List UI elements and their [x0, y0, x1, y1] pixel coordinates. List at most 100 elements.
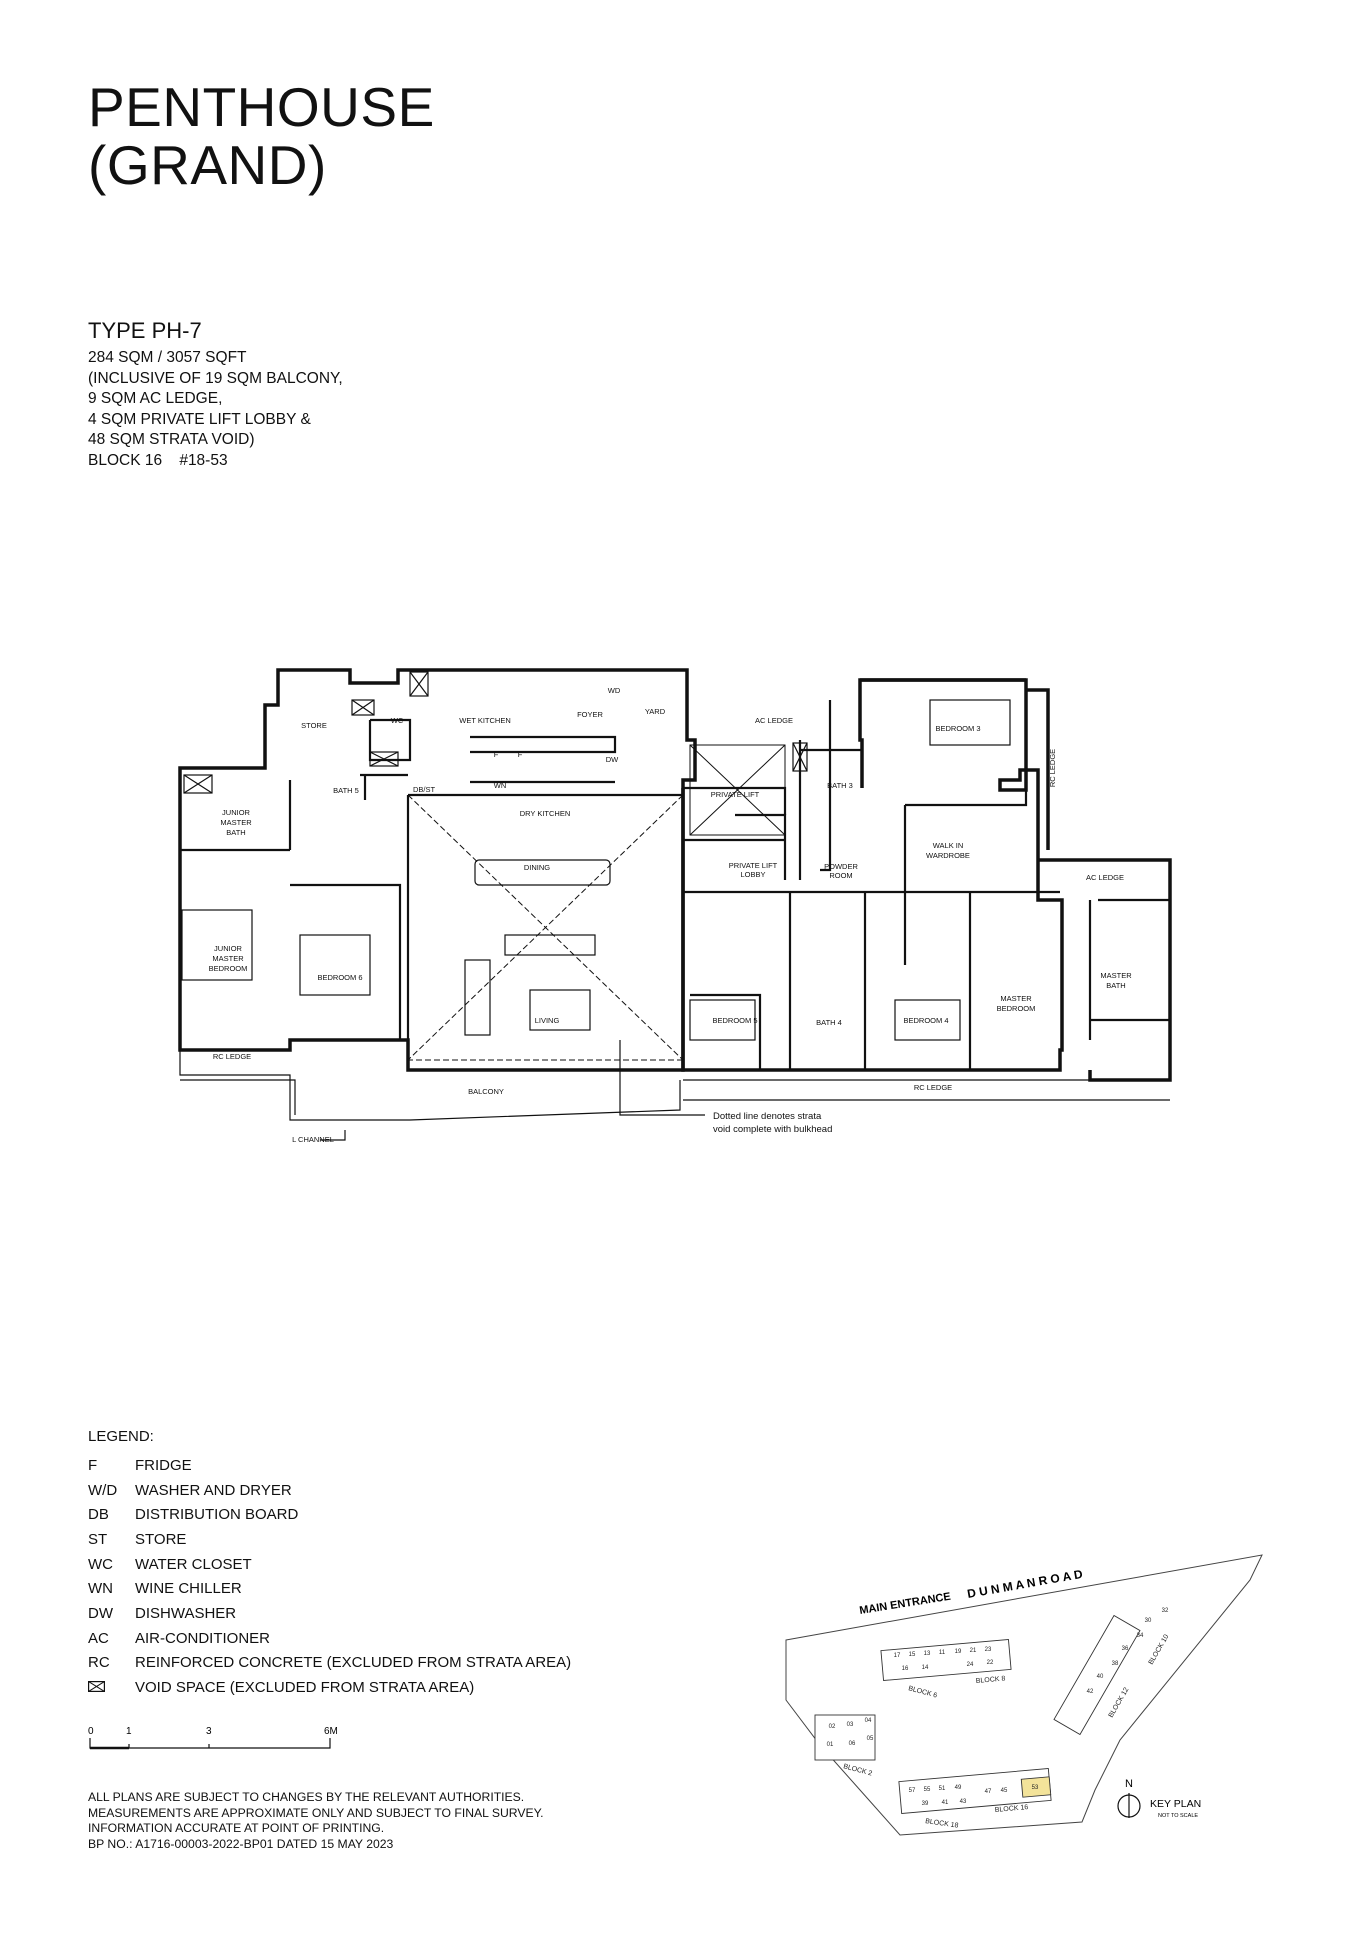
scale-bar: 0 1 3 6M — [88, 1724, 348, 1759]
void-space-icon — [88, 1681, 105, 1693]
room-junior-master-bath-3: BATH — [226, 828, 245, 837]
key-plan: MAIN ENTRANCE D U N M A N R O A D 17 15 … — [762, 1545, 1282, 1850]
keyplan-unit: 02 — [829, 1724, 836, 1730]
keyplan-block-8: BLOCK 8 — [976, 1675, 1006, 1685]
legend-code: DW — [88, 1604, 113, 1622]
legend-code — [88, 1679, 135, 1696]
keyplan-unit: 04 — [865, 1718, 872, 1724]
legend-code: DB — [88, 1506, 109, 1524]
room-walk-in-wardrobe-2: WARDROBE — [926, 851, 970, 860]
room-balcony: BALCONY — [468, 1087, 504, 1096]
scale-tick-1: 1 — [126, 1726, 132, 1737]
keyplan-unit: 55 — [924, 1787, 931, 1793]
room-yard: YARD — [645, 707, 666, 716]
keyplan-unit: 15 — [909, 1652, 916, 1658]
keyplan-label: KEY PLAN — [1150, 1798, 1201, 1810]
unit-inclusive: (INCLUSIVE OF 19 SQM BALCONY, — [88, 369, 343, 387]
legend-code: AC — [88, 1629, 109, 1647]
label-l-channel: L CHANNEL — [292, 1135, 334, 1144]
keyplan-unit: 42 — [1087, 1689, 1094, 1695]
keyplan-road-name: D U N M A N R O A D — [966, 1567, 1084, 1601]
legend-title: LEGEND: — [88, 1428, 154, 1445]
keyplan-block-16: BLOCK 16 — [995, 1804, 1029, 1814]
room-junior-master-bath-2: MASTER — [220, 818, 252, 827]
keyplan-unit: 43 — [960, 1799, 967, 1805]
unit-strata-void: 48 SQM STRATA VOID) — [88, 431, 255, 448]
keyplan-unit: 38 — [1112, 1661, 1119, 1667]
keyplan-unit: 47 — [985, 1789, 992, 1795]
scale-tick-3: 3 — [206, 1726, 212, 1737]
room-dining: DINING — [524, 863, 550, 872]
legend-desc: WATER CLOSET — [135, 1555, 252, 1573]
keyplan-unit: 13 — [924, 1651, 931, 1657]
room-junior-master-bedroom-3: BEDROOM — [209, 964, 248, 973]
room-private-lift-lobby-1: PRIVATE LIFT — [729, 861, 778, 870]
keyplan-unit: 49 — [955, 1785, 962, 1791]
east-wing-wall — [681, 678, 1064, 1072]
room-bath-4: BATH 4 — [816, 1018, 842, 1027]
room-bedroom-5: BEDROOM 5 — [712, 1016, 757, 1025]
room-junior-master-bath-1: JUNIOR — [222, 808, 251, 817]
room-bedroom-3: BEDROOM 3 — [935, 724, 980, 733]
legend-row: WN WINE CHILLER — [88, 1576, 571, 1601]
legend-desc: AIR-CONDITIONER — [135, 1629, 270, 1647]
room-bath-3: BATH 3 — [827, 781, 853, 790]
keyplan-unit: 32 — [1162, 1608, 1169, 1614]
keyplan-unit: 03 — [847, 1722, 854, 1728]
legend-row: ST STORE — [88, 1527, 571, 1552]
keyplan-unit: 57 — [909, 1788, 916, 1794]
legend-desc: WASHER AND DRYER — [135, 1481, 292, 1499]
keyplan-block-12: BLOCK 12 — [1108, 1686, 1131, 1719]
legend-code: WC — [88, 1555, 113, 1573]
disclaimer-notes: ALL PLANS ARE SUBJECT TO CHANGES BY THE … — [88, 1790, 544, 1852]
room-rc-ledge-right: RC LEDGE — [1048, 749, 1057, 787]
keyplan-unit: 14 — [922, 1665, 929, 1671]
strata-void-note-1: Dotted line denotes strata — [713, 1111, 822, 1122]
keyplan-unit: 01 — [827, 1742, 834, 1748]
legend-desc: FRIDGE — [135, 1456, 192, 1474]
keyplan-unit: 39 — [922, 1801, 929, 1807]
keyplan-unit: 05 — [867, 1736, 874, 1742]
room-master-bath-2: BATH — [1106, 981, 1125, 990]
title-line-1: PENTHOUSE — [88, 76, 435, 138]
room-private-lift-lobby-2: LOBBY — [740, 870, 765, 879]
keyplan-unit: 16 — [902, 1666, 909, 1672]
room-powder-room-2: ROOM — [829, 871, 852, 880]
keyplan-unit: 45 — [1001, 1788, 1008, 1794]
title-line-2: (GRAND) — [88, 134, 327, 196]
label-db-st: DB/ST — [413, 785, 436, 794]
keyplan-block-6: BLOCK 6 — [907, 1685, 937, 1699]
page-title: PENTHOUSE (GRAND) — [88, 78, 435, 194]
legend-code: F — [88, 1456, 98, 1474]
label-fridge-1: F — [494, 750, 499, 759]
legend-desc: WINE CHILLER — [135, 1580, 242, 1598]
unit-type: TYPE PH-7 — [88, 318, 202, 343]
note-line: ALL PLANS ARE SUBJECT TO CHANGES BY THE … — [88, 1790, 525, 1804]
scale-tick-0: 0 — [88, 1726, 94, 1737]
outer-wall — [178, 668, 697, 1072]
room-walk-in-wardrobe-1: WALK IN — [933, 841, 964, 850]
room-bedroom-6: BEDROOM 6 — [317, 973, 362, 982]
keyplan-unit: 24 — [967, 1662, 974, 1668]
room-junior-master-bedroom-2: MASTER — [212, 954, 244, 963]
unit-info: TYPE PH-7 284 SQM / 3057 SQFT (INCLUSIVE… — [88, 318, 343, 471]
note-line: MEASUREMENTS ARE APPROXIMATE ONLY AND SU… — [88, 1805, 544, 1820]
unit-lift-lobby: 4 SQM PRIVATE LIFT LOBBY & — [88, 410, 311, 428]
legend-desc: VOID SPACE (EXCLUDED FROM STRATA AREA) — [135, 1679, 475, 1697]
keyplan-unit: 40 — [1097, 1674, 1104, 1680]
scale-tick-6: 6M — [324, 1726, 338, 1737]
highlighted-unit-block — [1020, 1776, 1052, 1798]
legend-code: WN — [88, 1580, 113, 1598]
floor-plan-drawing: STORE WC WET KITCHEN FOYER YARD WD AC LE… — [178, 668, 1172, 1144]
floor-plan: STORE WC WET KITCHEN FOYER YARD WD AC LE… — [160, 660, 1190, 1185]
legend-row: AC AIR-CONDITIONER — [88, 1626, 571, 1651]
key-plan-drawing: MAIN ENTRANCE D U N M A N R O A D 17 15 … — [785, 1554, 1263, 1836]
label-wd: WD — [608, 686, 621, 695]
room-wc: WC — [391, 716, 404, 725]
legend-desc: STORE — [135, 1530, 187, 1548]
keyplan-block-18: BLOCK 18 — [925, 1818, 959, 1830]
legend-code: ST — [88, 1530, 108, 1548]
unit-area-details: 284 SQM / 3057 SQFT (INCLUSIVE OF 19 SQM… — [88, 348, 343, 471]
